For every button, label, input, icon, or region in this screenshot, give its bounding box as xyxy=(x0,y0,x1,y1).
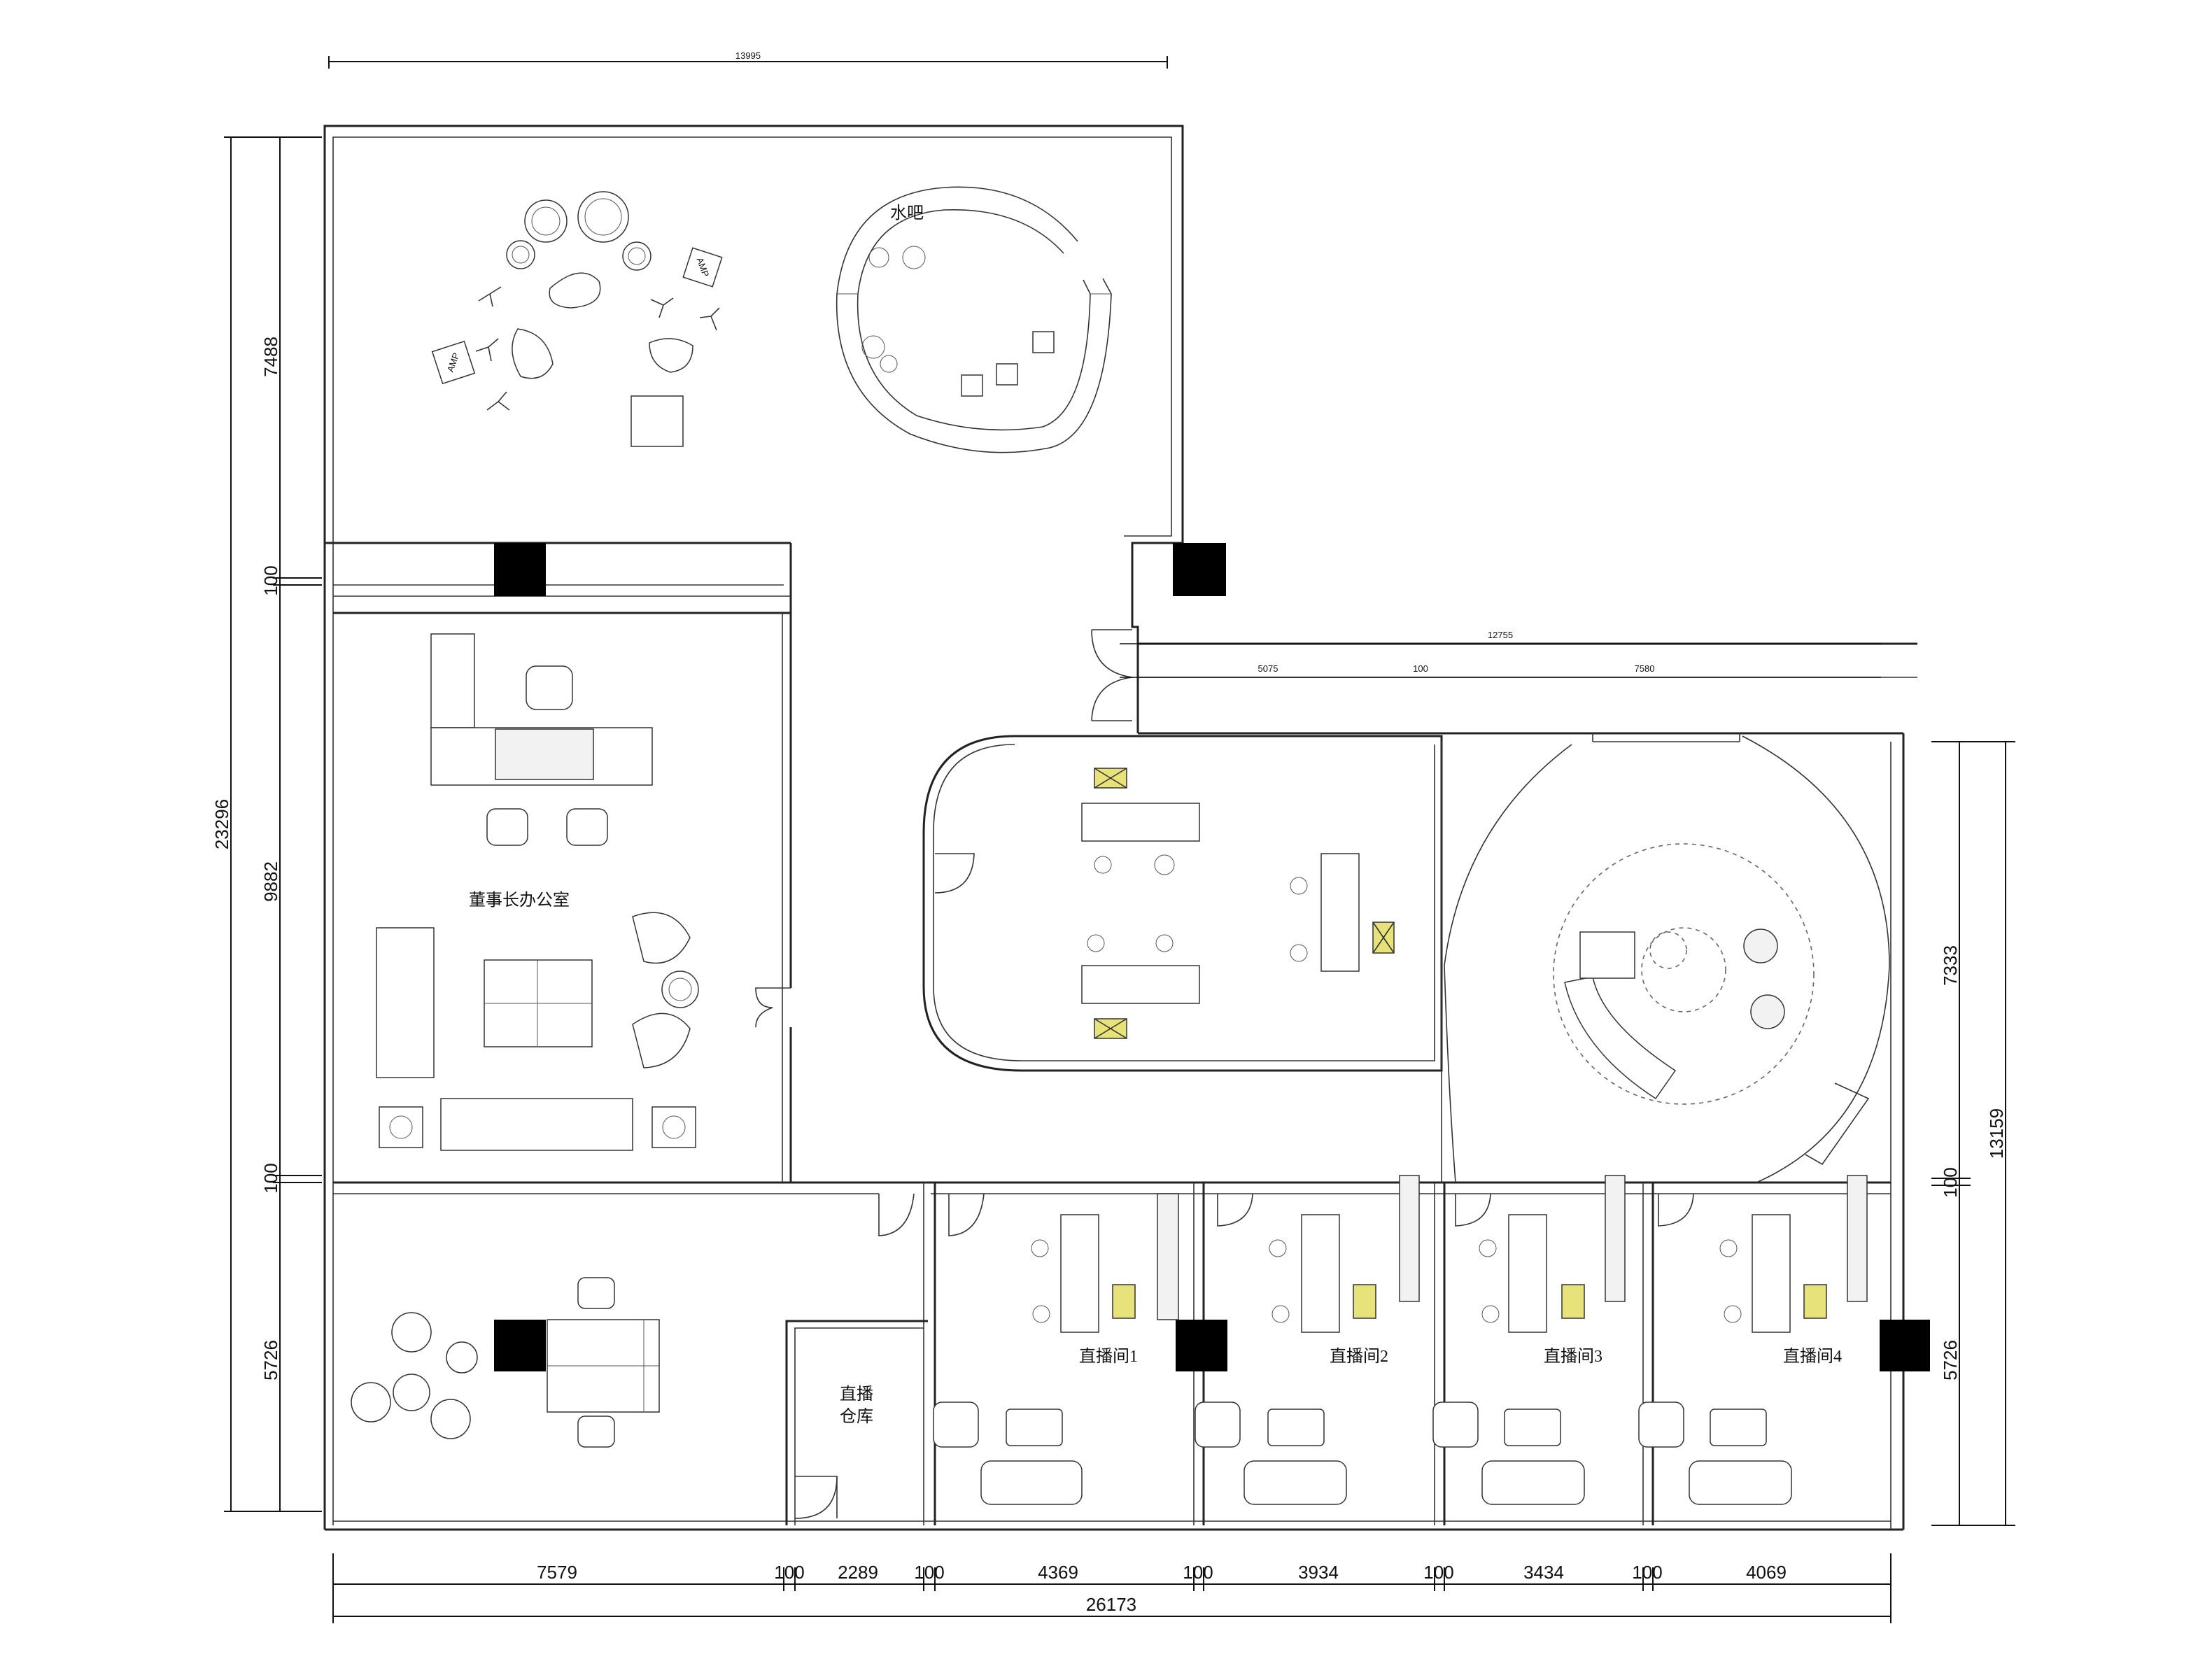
dim-corridor-left: 5075 xyxy=(1258,663,1278,674)
room-label-live-1: 直播间1 xyxy=(1079,1347,1138,1366)
corridor-dimensions: 12755 5075 100 7580 xyxy=(1120,630,1881,678)
dim-left-wall-1: 100 xyxy=(260,565,281,595)
dim-corridor-wall: 100 xyxy=(1413,663,1428,674)
dim-left-middle: 9882 xyxy=(260,861,281,902)
dim-corridor-total: 12755 xyxy=(1488,630,1513,640)
dim-right-total: 13159 xyxy=(1986,1108,2007,1159)
room-label-live-3: 直播间3 xyxy=(1544,1347,1602,1366)
right-dimensions: 7333 100 5726 13159 xyxy=(1931,741,2015,1526)
dim-bottom-seg-9: 3434 xyxy=(1523,1562,1564,1583)
room-label-live-2: 直播间2 xyxy=(1330,1347,1388,1366)
top-dimension: 13995 xyxy=(328,50,1168,69)
dim-top-total: 13995 xyxy=(735,50,761,61)
dim-bottom-seg-10: 100 xyxy=(1632,1562,1662,1583)
dim-bottom-seg-4: 100 xyxy=(914,1562,944,1583)
dim-corridor-right: 7580 xyxy=(1635,663,1655,674)
dim-bottom-seg-7: 3934 xyxy=(1298,1562,1339,1583)
dim-right-lower: 5726 xyxy=(1940,1340,1961,1381)
left-dimensions: 23296 7488 100 9882 100 5726 xyxy=(211,136,322,1512)
live-room-1: 直播间1 xyxy=(933,1193,1179,1505)
dim-left-bottom: 5726 xyxy=(260,1340,281,1381)
chairman-office: 董事长办公室 xyxy=(376,633,699,1151)
room-label-water-bar: 水吧 xyxy=(890,204,924,223)
dim-bottom-seg-2: 100 xyxy=(774,1562,804,1583)
live-room-3: 直播间3 xyxy=(1432,1175,1626,1505)
doors xyxy=(755,629,1694,1519)
dim-bottom-seg-1: 7579 xyxy=(537,1562,577,1583)
dim-bottom-seg-3: 2289 xyxy=(838,1562,878,1583)
room-label-storage-line2: 仓库 xyxy=(840,1407,873,1426)
room-label-storage-line1: 直播 xyxy=(840,1385,873,1404)
lounge-furniture: AMP AMP xyxy=(431,191,723,447)
water-bar: 水吧 xyxy=(836,186,1112,453)
room-label-chairman-office: 董事长办公室 xyxy=(469,891,570,910)
dim-left-top: 7488 xyxy=(260,337,281,377)
room-label-live-4: 直播间4 xyxy=(1783,1347,1842,1366)
meeting-room xyxy=(1081,768,1395,1039)
dim-left-total: 23296 xyxy=(211,799,232,849)
dim-right-wall: 100 xyxy=(1940,1167,1961,1197)
live-room-4: 直播间4 xyxy=(1638,1175,1868,1505)
bottom-left-office xyxy=(351,1277,660,1448)
dim-bottom-total: 26173 xyxy=(1086,1594,1136,1615)
dim-bottom-seg-8: 100 xyxy=(1423,1562,1453,1583)
structural-columns xyxy=(494,543,1930,1371)
storage-room: 直播 仓库 xyxy=(840,1385,873,1426)
round-lounge xyxy=(1553,843,1870,1166)
dim-right-upper: 7333 xyxy=(1940,945,1961,986)
dim-bottom-seg-11: 4069 xyxy=(1746,1562,1787,1583)
bottom-dimensions: 7579 100 2289 100 4369 100 3934 100 3434… xyxy=(332,1553,1891,1623)
dim-left-wall-2: 100 xyxy=(260,1163,281,1193)
dim-bottom-seg-5: 4369 xyxy=(1038,1562,1078,1583)
live-room-2: 直播间2 xyxy=(1195,1175,1420,1505)
dim-bottom-seg-6: 100 xyxy=(1183,1562,1213,1583)
